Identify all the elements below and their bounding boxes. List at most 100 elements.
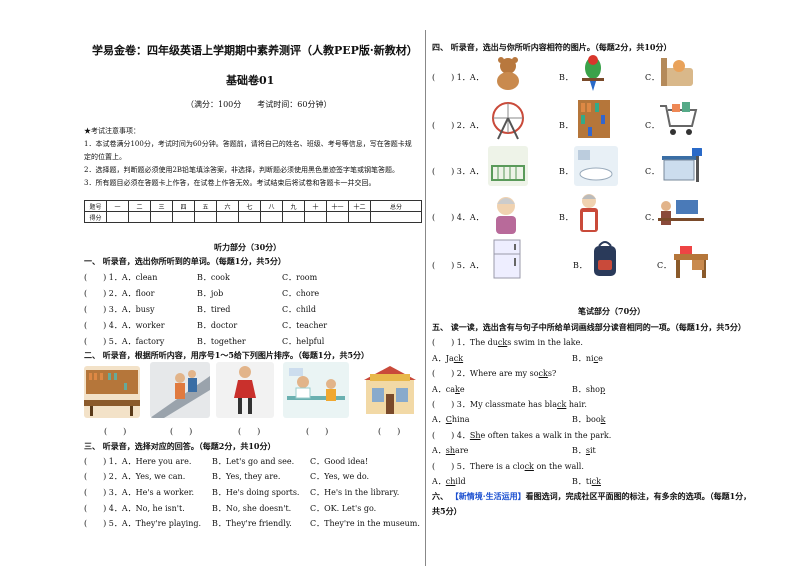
text-segment: on the wall. [533, 462, 584, 471]
question-number: ( ) 5．A． [432, 261, 484, 270]
answer-blank[interactable]: ( ) [238, 427, 261, 436]
fridge-icon [493, 239, 521, 279]
option-b: B．cook [197, 273, 230, 282]
question-number: ( ) 2．A． [432, 121, 484, 130]
toy-shop-picture-icon [360, 362, 420, 418]
text-segment: ( ) 2．Where are my so [432, 369, 539, 378]
answer-blank[interactable]: ( ) [306, 427, 329, 436]
question-number: ( ) 2．A．Yes, we can. [84, 472, 186, 481]
library-picture-icon [84, 366, 140, 418]
text-segment: ( ) 1．The du [432, 338, 498, 347]
text-segment: hina [451, 415, 470, 424]
option-c: C．He's in the library. [310, 488, 400, 497]
option-b: B．job [197, 289, 224, 298]
table-cell: 十二 [348, 200, 371, 212]
text-segment: 看图选词，完成社区平面图的标注，有多余的选项。（每题1分， [525, 491, 752, 501]
question-number: ( ) 1．A．clean [84, 273, 158, 282]
exam-meta: （满分：100分 考试时间：60分钟） [186, 100, 332, 109]
question-number: ( ) 1．A． [432, 73, 484, 82]
question-number: ( ) 4．A． [432, 213, 484, 222]
writing-heading: 笔试部分（70分） [578, 306, 646, 316]
option-c: C． [657, 261, 672, 270]
text-segment: B．ti [572, 477, 592, 486]
option-c: C． [645, 73, 660, 82]
score-table: 题号 一 二 三 四 五 六 七 八 九 十 十一 十二 总分 得分 [84, 200, 422, 223]
ferris-wheel-icon [492, 102, 524, 140]
option-c: C．OK. Let's go. [310, 504, 377, 513]
option-a: A．child [432, 476, 466, 487]
option-b: B．shop [572, 384, 605, 395]
text-segment: k [455, 385, 460, 394]
answer-blank[interactable]: ( ) [378, 427, 401, 436]
question-text: ( ) 4．She often takes a walk in the park… [432, 430, 611, 441]
question-number: ( ) 2．A．floor [84, 289, 155, 298]
question-number: ( ) 4．A．worker [84, 321, 165, 330]
table-cell: 总分 [370, 200, 422, 212]
option-a: A．share [432, 445, 468, 456]
question-number: ( ) 1．A．Here you are. [84, 457, 192, 466]
table-cell: 四 [172, 200, 195, 212]
text-segment: k [600, 415, 606, 424]
text-segment: it [590, 446, 596, 455]
shopping-cart-icon [660, 102, 698, 135]
text-segment: ck [538, 369, 548, 378]
option-c: C．helpful [282, 337, 325, 346]
escalator-family-picture-icon [150, 362, 210, 418]
text-segment: 六、 [432, 491, 451, 501]
table-cell: 二 [128, 200, 151, 212]
option-b: B． [559, 73, 573, 82]
option-c: C．They're in the museum. [310, 519, 420, 528]
option-c: C．child [282, 305, 316, 314]
text-segment: s swim in the lake. [507, 338, 583, 347]
text-segment: A．Ja [432, 354, 454, 363]
text-segment: ck [591, 477, 601, 486]
question-number: ( ) 5．A．factory [84, 337, 165, 346]
section-5-title: 五、 读一读，选出含有与句子中所给单词画线部分读音相同的一项。（每题1分，共5分… [432, 322, 746, 332]
section-3-title: 三、 听录音，选择对应的回答。（每题2分，共10分） [84, 441, 276, 451]
answer-blank[interactable]: ( ) [170, 427, 193, 436]
text-segment: c [593, 354, 599, 363]
text-segment: ( ) 4． [432, 431, 470, 440]
backpack-icon [594, 241, 616, 276]
option-c: C．teacher [282, 321, 328, 330]
question-text: ( ) 2．Where are my socks? [432, 368, 556, 379]
answer-blank[interactable]: ( ) [104, 427, 127, 436]
question-text: ( ) 5．There is a clock on the wall. [432, 461, 584, 472]
table-cell: 十一 [326, 200, 349, 212]
option-b: B． [573, 261, 587, 270]
option-a: A．China [432, 414, 470, 425]
text-segment: B．ni [572, 354, 594, 363]
page-subtitle: 基础卷01 [226, 74, 275, 87]
table-cell: 一 [106, 200, 129, 212]
option-c: C． [645, 213, 660, 222]
column-divider [425, 30, 426, 566]
option-b: B．No, she doesn't. [212, 504, 292, 513]
option-c: C． [645, 121, 660, 130]
text-segment: A．ca [432, 385, 456, 394]
text-segment: are [455, 446, 469, 455]
bathroom-icon [574, 146, 618, 186]
text-segment: Sh [469, 431, 481, 440]
cat-in-chair-icon [661, 58, 693, 86]
question-number: ( ) 5．A．They're playing. [84, 519, 202, 528]
option-c: C．chore [282, 289, 320, 298]
text-segment: B． [572, 446, 586, 455]
text-segment: s? [547, 369, 557, 378]
text-segment: p [599, 385, 606, 394]
teddy-bear-icon [497, 57, 519, 90]
text-segment: ck [557, 400, 567, 409]
section-4-title: 四、 听录音，选出与你所听内容相符的图片。（每题2分，共10分） [432, 42, 672, 52]
table-cell: 八 [260, 200, 283, 212]
option-b: B． [559, 167, 573, 176]
question-text: ( ) 1．The ducks swim in the lake. [432, 337, 583, 348]
score-table-header-row: 题号 一 二 三 四 五 六 七 八 九 十 十一 十二 总分 [84, 200, 422, 212]
table-cell: 七 [238, 200, 261, 212]
option-b: B．together [197, 337, 246, 346]
text-segment: e [459, 385, 465, 394]
question-number: ( ) 3．A．busy [84, 305, 155, 314]
score-table-score-row: 得分 [84, 211, 422, 223]
option-b: B． [559, 121, 573, 130]
note-line: 3．所有题目必须在答题卡上作答，在试卷上作答无效。考试结束后将试卷和答题卡一并交… [84, 179, 376, 187]
question-number: ( ) 3．A． [432, 167, 484, 176]
page-title: 学易金卷：四年级英语上学期期中素养测评（人教PEP版·新教材） [92, 44, 418, 57]
